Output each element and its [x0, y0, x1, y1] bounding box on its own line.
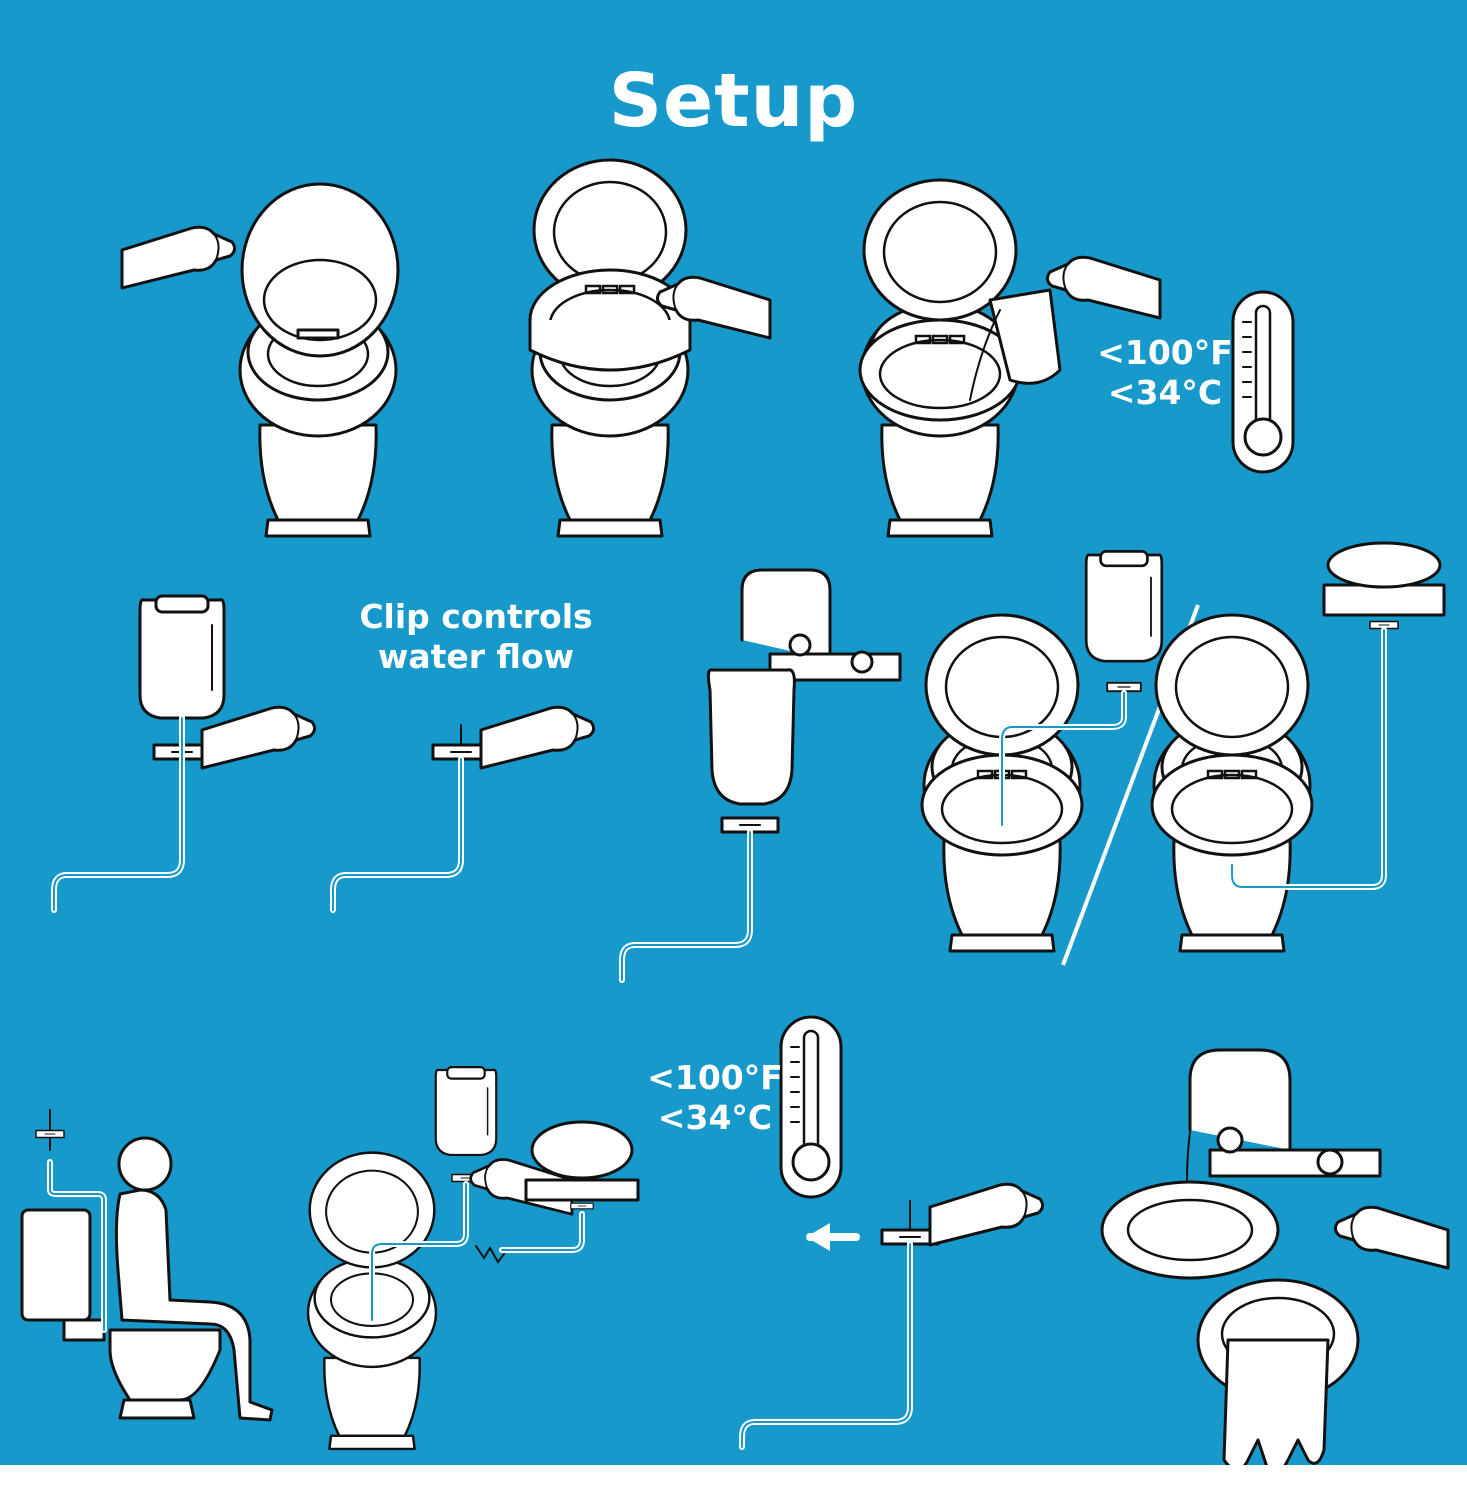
step-clip-only [330, 705, 596, 913]
instruction-panel: Setup [0, 0, 1467, 1465]
clip-caption: Clip controls water flow [326, 597, 626, 678]
temp-c-top: <34°C [1107, 373, 1223, 413]
step-release-clip [739, 1182, 1045, 1450]
step-fill-water [858, 178, 1162, 538]
temperature-label-bottom: <100°F <34°C [630, 1058, 800, 1139]
step-clip-bag [51, 594, 317, 913]
temp-f-top: <100°F [1097, 333, 1233, 372]
step-place-sitz-bath [528, 158, 772, 538]
step-hang-bag-toilet-b [1150, 541, 1446, 953]
step-fill-bag-faucet [619, 568, 902, 983]
step-sit-on-toilet [20, 1109, 274, 1422]
page-title: Setup [608, 58, 859, 144]
step-bag-and-stand [306, 1066, 640, 1451]
temp-f-bottom: <100°F [647, 1058, 783, 1097]
step-hang-bag-toilet-a [920, 550, 1164, 953]
setup-illustrations [20, 158, 1450, 1465]
step-lift-lid [120, 182, 400, 538]
step-rinse-sitz-bath [1100, 1048, 1382, 1280]
bottom-margin [0, 1465, 1467, 1500]
step-empty-sitz-bath [1196, 1205, 1450, 1465]
clip-caption-line2: water flow [377, 637, 575, 677]
clip-caption-line1: Clip controls [359, 597, 593, 636]
temperature-label-top: <100°F <34°C [1080, 333, 1250, 414]
temp-c-bottom: <34°C [657, 1098, 773, 1138]
